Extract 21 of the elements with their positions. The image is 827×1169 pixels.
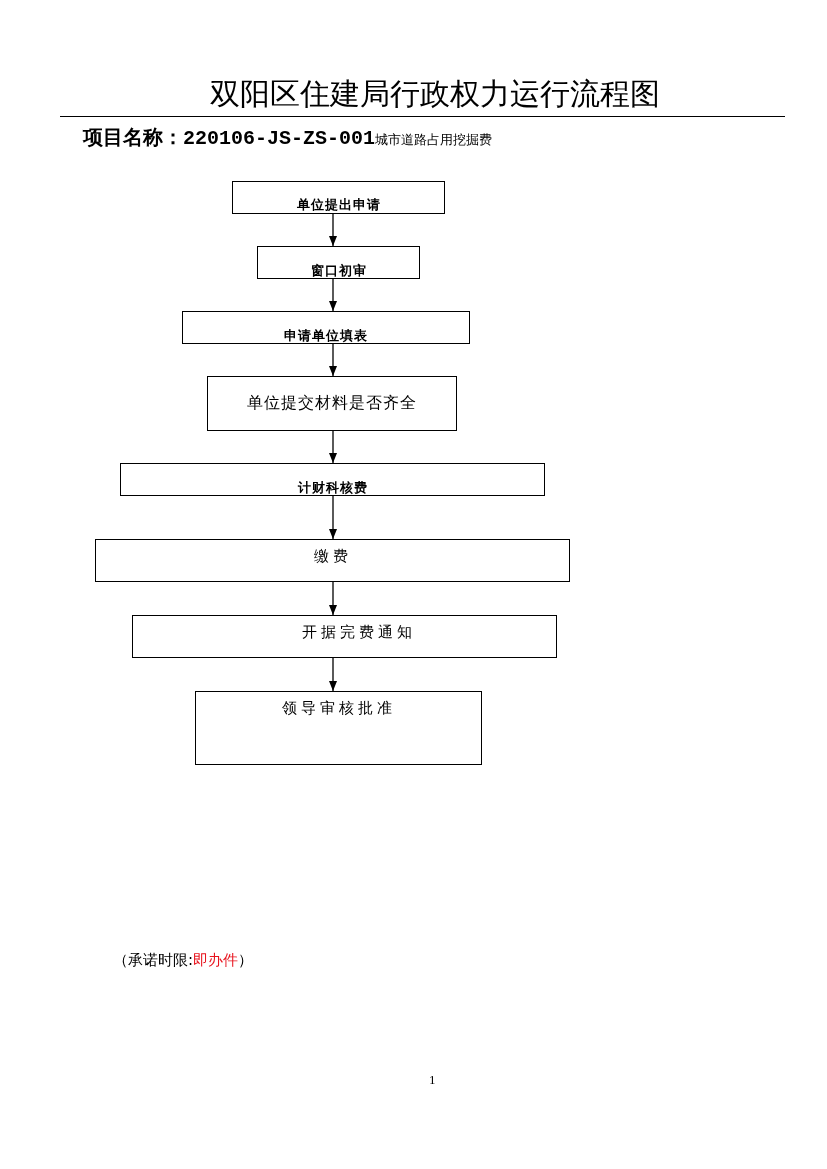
arrow <box>329 657 337 692</box>
arrow <box>329 278 337 312</box>
process-box: 单位提交材料是否齐全 <box>207 376 457 431</box>
process-box: 申请单位填表 <box>182 311 470 344</box>
process-box: 单位提出申请 <box>232 181 445 214</box>
arrow <box>329 430 337 464</box>
process-box: 窗口初审 <box>257 246 420 279</box>
diagram-title: 双阳区住建局行政权力运行流程图 <box>210 76 660 112</box>
process-box: 开据完费通知 <box>132 615 557 658</box>
time-limit-value: 即办件 <box>193 951 239 969</box>
arrow <box>329 581 337 616</box>
time-limit-label: （承诺时限: <box>113 951 194 969</box>
process-box: 计财科核费 <box>120 463 545 496</box>
arrow <box>329 343 337 377</box>
page-number: 1 <box>429 1072 436 1087</box>
process-box: 缴费 <box>95 539 570 582</box>
arrow <box>329 213 337 247</box>
arrow <box>329 495 337 540</box>
process-box: 领导审核批准 <box>195 691 482 765</box>
closing-bracket: ） <box>238 951 254 969</box>
project-name: 项目名称：220106-JS-ZS-001城市道路占用挖掘费 <box>83 127 493 152</box>
